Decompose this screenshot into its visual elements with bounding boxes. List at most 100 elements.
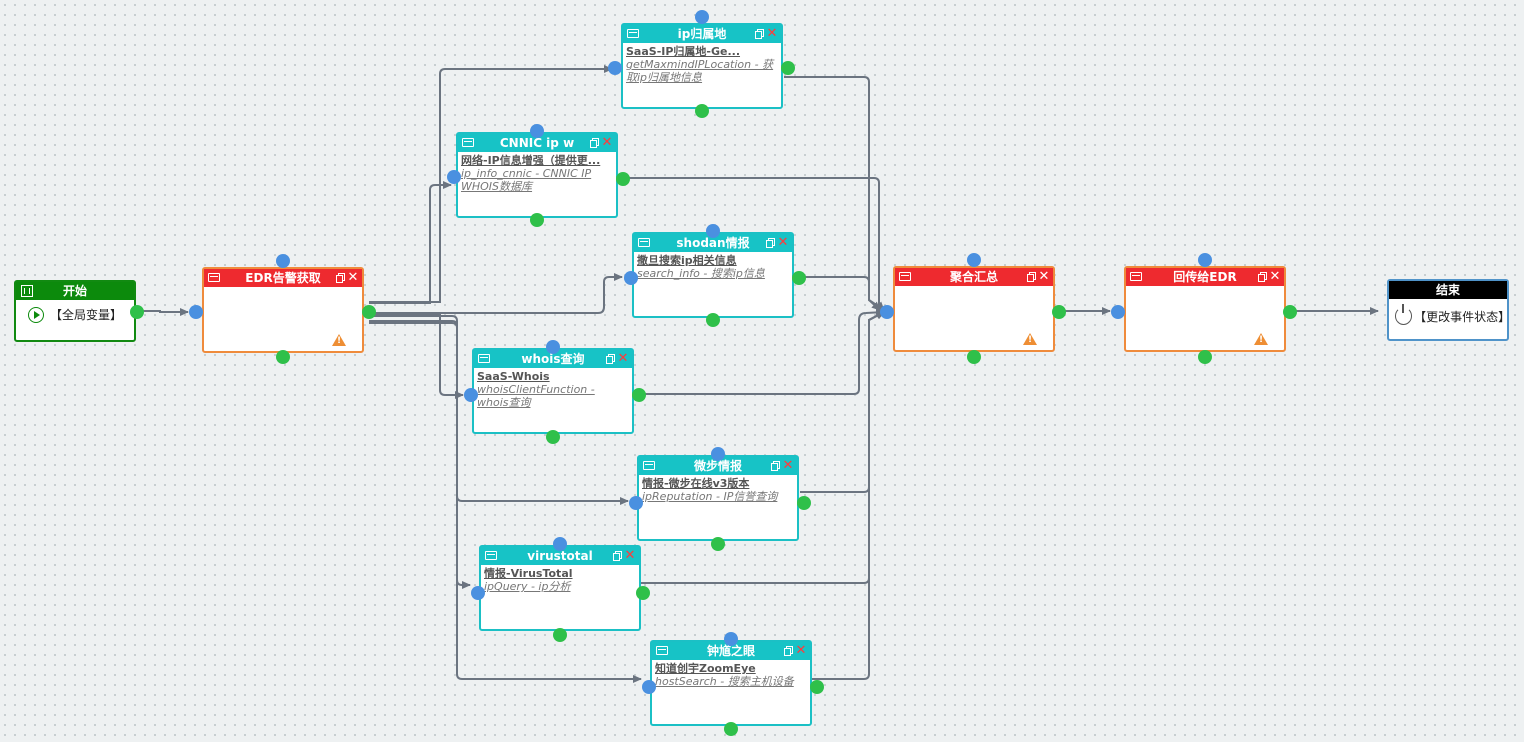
window-icon <box>1130 272 1142 281</box>
aggregate-in-port[interactable] <box>880 305 894 319</box>
send-edr-out-port[interactable] <box>1283 305 1297 319</box>
close-icon[interactable]: ✕ <box>1038 269 1050 284</box>
shodan-in-port[interactable] <box>624 271 638 285</box>
close-icon[interactable]: ✕ <box>777 235 789 250</box>
whois-app: SaaS-Whois <box>477 370 550 383</box>
aggregate-top-port[interactable] <box>967 253 981 267</box>
ip-location-app: SaaS-IP归属地-Ge... <box>626 45 741 58</box>
shodan-top-port[interactable] <box>706 224 720 238</box>
copy-icon[interactable] <box>766 238 775 248</box>
cnnic-node[interactable]: CNNIC ip w✕ 网络-IP信息增强（提供更...ip_info_cnni… <box>447 124 630 227</box>
whois-bottom-port[interactable] <box>546 430 560 444</box>
virustotal-bottom-port[interactable] <box>553 628 567 642</box>
start-node[interactable]: 开始 【全局变量】 <box>14 280 144 342</box>
whois-out-port[interactable] <box>632 388 646 402</box>
aggregate-bottom-port[interactable] <box>967 350 981 364</box>
virustotal-out-port[interactable] <box>636 586 650 600</box>
weibu-app: 情报-微步在线v3版本 <box>642 477 750 490</box>
edr-alert-out-port[interactable] <box>362 305 376 319</box>
edge-shodan-agg[interactable] <box>795 276 885 311</box>
copy-icon[interactable] <box>613 551 622 561</box>
edr-alert-top-port[interactable] <box>276 254 290 268</box>
warning-icon: ! <box>332 334 346 346</box>
copy-icon[interactable] <box>771 461 780 471</box>
close-icon[interactable]: ✕ <box>617 351 629 366</box>
edr-alert-bottom-port[interactable] <box>276 350 290 364</box>
shodan-out-port[interactable] <box>792 271 806 285</box>
edge-start-edr[interactable] <box>136 308 189 316</box>
ip-location-out-port[interactable] <box>781 61 795 75</box>
edge-edr-shodan[interactable] <box>369 273 623 314</box>
zoomeye-out-port[interactable] <box>810 680 824 694</box>
edge-whois-agg[interactable] <box>635 308 885 395</box>
cnnic-bottom-port[interactable] <box>530 213 544 227</box>
edr-alert-in-port[interactable] <box>189 305 203 319</box>
cnnic-in-port[interactable] <box>447 170 461 184</box>
ip-location-bottom-port[interactable] <box>695 104 709 118</box>
edr-alert-node[interactable]: EDR告警获取 ✕ ! <box>189 254 376 364</box>
send-edr-top-port[interactable] <box>1198 253 1212 267</box>
edge-edr-iploc[interactable] <box>369 65 613 303</box>
edge-iploc-agg[interactable] <box>784 76 881 311</box>
close-icon[interactable]: ✕ <box>782 458 794 473</box>
cnnic-action: ip_info_cnnic - CNNIC IP WHOIS数据库 <box>461 167 592 193</box>
edge-vt-agg[interactable] <box>638 311 885 584</box>
close-icon[interactable]: ✕ <box>624 548 636 563</box>
weibu-in-port[interactable] <box>629 496 643 510</box>
virustotal-in-port[interactable] <box>471 586 485 600</box>
cnnic-out-port[interactable] <box>616 172 630 186</box>
zoomeye-action: hostSearch - 搜索主机设备 <box>655 675 794 688</box>
send-edr-node[interactable]: 回传给EDR✕ ! <box>1111 253 1297 364</box>
close-icon[interactable]: ✕ <box>601 135 613 150</box>
window-icon <box>643 461 655 470</box>
copy-icon[interactable] <box>606 354 615 364</box>
close-icon[interactable]: ✕ <box>766 26 778 41</box>
weibu-out-port[interactable] <box>797 496 811 510</box>
ip-location-node[interactable]: ip归属地✕ SaaS-IP归属地-Ge...getMaxmindIPLocat… <box>608 10 795 118</box>
aggregate-out-port[interactable] <box>1052 305 1066 319</box>
end-node[interactable]: 结束 【更改事件状态】 <box>1387 279 1510 341</box>
weibu-bottom-port[interactable] <box>711 537 725 551</box>
copy-icon[interactable] <box>1258 272 1267 282</box>
weibu-top-port[interactable] <box>711 447 725 461</box>
whois-in-port[interactable] <box>464 388 478 402</box>
edge-cnnic-agg[interactable] <box>619 177 885 311</box>
zoomeye-top-port[interactable] <box>724 632 738 646</box>
copy-icon[interactable] <box>1027 272 1036 282</box>
copy-icon[interactable] <box>590 138 599 148</box>
window-icon <box>478 354 490 363</box>
virustotal-top-port[interactable] <box>553 537 567 551</box>
edge-weibu-agg[interactable] <box>800 311 885 493</box>
edge-edr-cnnic[interactable] <box>369 181 452 304</box>
copy-icon[interactable] <box>755 29 764 39</box>
cnnic-top-port[interactable] <box>530 124 544 138</box>
copy-icon[interactable] <box>784 646 793 656</box>
close-icon[interactable]: ✕ <box>1269 269 1281 284</box>
copy-icon[interactable] <box>336 273 345 283</box>
start-out-port[interactable] <box>130 305 144 319</box>
edge-edr-vt[interactable] <box>369 320 471 589</box>
edge-zoom-agg[interactable] <box>812 311 885 680</box>
aggregate-node[interactable]: 聚合汇总✕ ! <box>880 253 1066 364</box>
zoomeye-bottom-port[interactable] <box>724 722 738 736</box>
close-icon[interactable]: ✕ <box>795 643 807 658</box>
send-edr-in-port[interactable] <box>1111 305 1125 319</box>
whois-top-port[interactable] <box>546 340 560 354</box>
zoomeye-in-port[interactable] <box>642 680 656 694</box>
send-edr-bottom-port[interactable] <box>1198 350 1212 364</box>
window-icon <box>462 138 474 147</box>
edge-edr-whois[interactable] <box>369 313 464 399</box>
close-icon[interactable]: ✕ <box>347 270 359 285</box>
window-icon <box>208 273 220 282</box>
ip-location-in-port[interactable] <box>608 61 622 75</box>
shodan-bottom-port[interactable] <box>706 313 720 327</box>
ip-location-top-port[interactable] <box>695 10 709 24</box>
edge-edr-zoom[interactable] <box>369 322 642 683</box>
